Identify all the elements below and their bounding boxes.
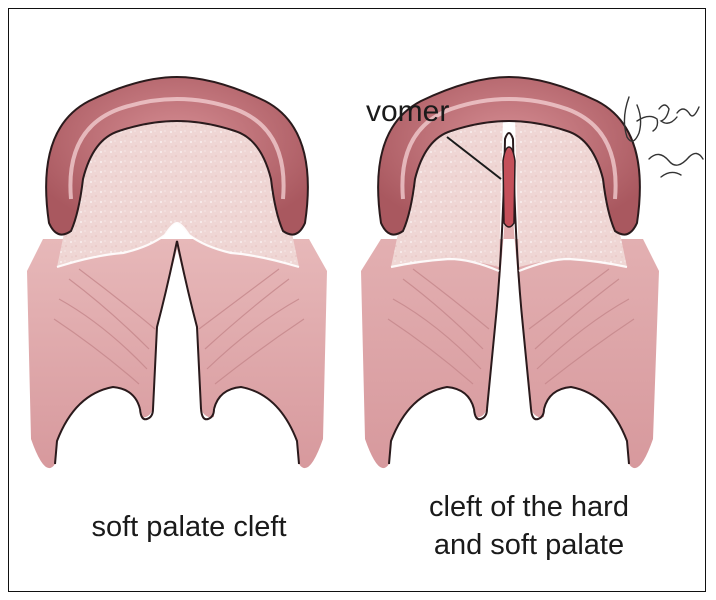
left-soft-palate — [27, 239, 327, 468]
right-caption-line1: cleft of the hard — [364, 489, 694, 525]
left-palate — [27, 77, 327, 468]
left-caption: soft palate cleft — [39, 509, 339, 545]
figure-frame: vomer soft palate cleft cleft of the har… — [8, 8, 706, 592]
right-palate — [361, 77, 659, 468]
vomer-label: vomer — [366, 95, 449, 129]
vomer-shape — [503, 147, 515, 227]
right-caption-line2: and soft palate — [364, 527, 694, 563]
